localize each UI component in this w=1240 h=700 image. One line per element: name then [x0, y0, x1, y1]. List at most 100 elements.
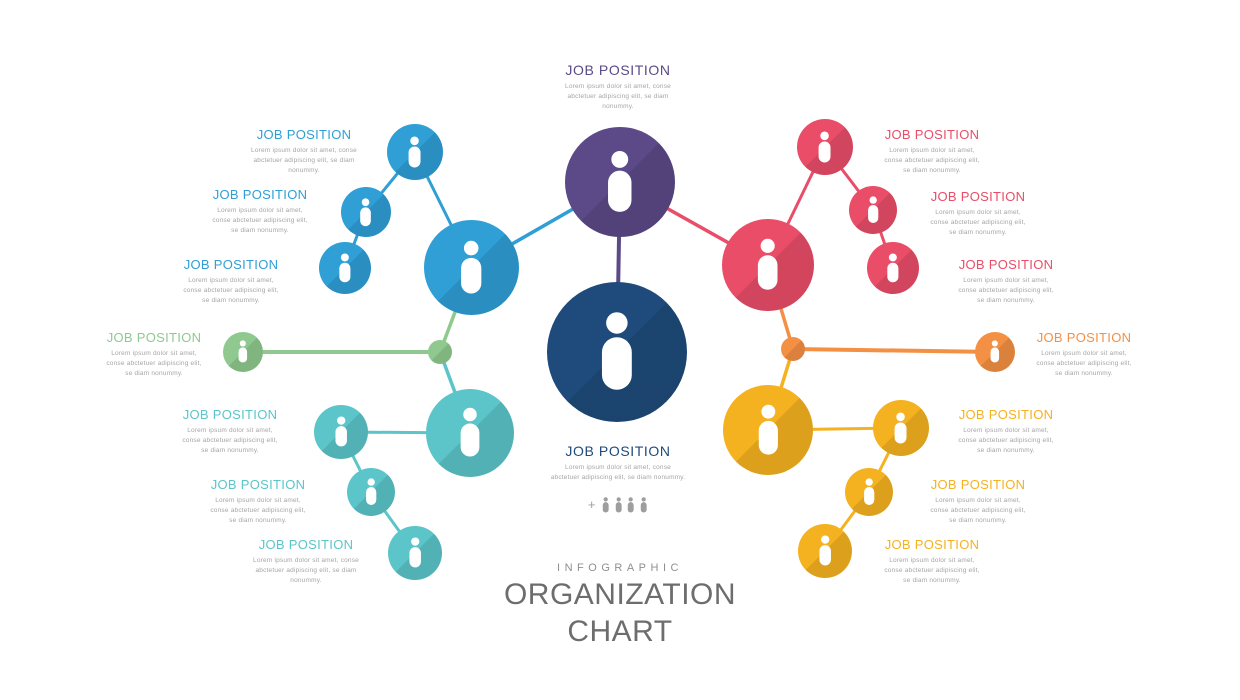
person-icon	[409, 136, 421, 168]
job-position-label-right-orange: JOB POSITION Lorem ipsum dolor sit amet,…	[1032, 330, 1136, 378]
person-icon	[409, 537, 421, 568]
person-icon	[365, 478, 377, 506]
person-icon	[863, 478, 875, 506]
connector-line	[791, 347, 997, 354]
org-node-red-2	[849, 186, 897, 234]
org-node-top-center	[565, 127, 675, 237]
job-position-label-right-yellow-1: JOB POSITION Lorem ipsum dolor sit amet,…	[954, 407, 1058, 455]
person-icon	[335, 416, 347, 447]
job-position-title: JOB POSITION	[958, 407, 1054, 422]
job-position-label-left-teal-1: JOB POSITION Lorem ipsum dolor sit amet,…	[178, 407, 282, 455]
person-icon	[990, 340, 1000, 363]
org-node-teal-large	[426, 389, 514, 477]
plus-icon: +	[587, 497, 596, 512]
job-position-title: JOB POSITION	[183, 257, 279, 272]
org-node-red-1	[797, 119, 853, 175]
org-node-red-3	[867, 242, 919, 294]
person-icon	[602, 312, 632, 391]
job-position-label-left-teal-3: JOB POSITION Lorem ipsum dolor sit amet,…	[252, 537, 360, 585]
person-icon	[819, 535, 831, 566]
junction-node-right	[781, 337, 805, 361]
person-icon	[628, 496, 634, 513]
job-position-label-left-green: JOB POSITION Lorem ipsum dolor sit amet,…	[102, 330, 206, 378]
job-position-title: JOB POSITION	[930, 189, 1026, 204]
org-node-yellow-large	[723, 385, 813, 475]
job-position-label-right-yellow-2: JOB POSITION Lorem ipsum dolor sit amet,…	[926, 477, 1030, 525]
person-icon	[339, 253, 351, 283]
job-position-label-top-center: JOB POSITION Lorem ipsum dolor sit amet,…	[556, 62, 680, 111]
job-position-title: JOB POSITION	[256, 127, 352, 142]
job-position-title: JOB POSITION	[212, 187, 308, 202]
job-position-body: Lorem ipsum dolor sit amet, conse abctet…	[182, 427, 278, 454]
person-icon	[758, 404, 778, 455]
page-title-line2: CHART	[567, 615, 673, 648]
job-position-title: JOB POSITION	[258, 537, 354, 552]
person-icon	[238, 340, 248, 363]
job-position-title: JOB POSITION	[565, 62, 671, 78]
org-node-teal-2	[347, 468, 395, 516]
job-position-body: Lorem ipsum dolor sit amet, conse abctet…	[884, 557, 980, 584]
person-icon	[758, 239, 778, 291]
job-position-label-left-blue-1: JOB POSITION Lorem ipsum dolor sit amet,…	[250, 127, 358, 175]
org-node-blue-1	[387, 124, 443, 180]
person-icon	[608, 151, 632, 213]
job-position-title: JOB POSITION	[958, 257, 1054, 272]
job-position-body: Lorem ipsum dolor sit amet, conse abctet…	[958, 427, 1054, 454]
job-position-body: Lorem ipsum dolor sit amet, conse abctet…	[884, 147, 980, 174]
junction-node-left	[428, 340, 452, 364]
org-node-blue-large	[424, 220, 519, 315]
org-node-blue-3	[319, 242, 371, 294]
person-icon	[461, 240, 482, 294]
org-node-teal-3	[388, 526, 442, 580]
org-node-yellow-1	[873, 400, 929, 456]
job-position-label-right-yellow-3: JOB POSITION Lorem ipsum dolor sit amet,…	[880, 537, 984, 585]
page-title-line1: ORGANIZATION	[503, 578, 737, 611]
job-position-body: Lorem ipsum dolor sit amet, conse abctet…	[212, 207, 308, 234]
person-icon	[895, 412, 907, 444]
job-position-label-right-red-2: JOB POSITION Lorem ipsum dolor sit amet,…	[926, 189, 1030, 237]
job-position-title: JOB POSITION	[106, 330, 202, 345]
job-position-label-right-red-1: JOB POSITION Lorem ipsum dolor sit amet,…	[880, 127, 984, 175]
job-position-body: Lorem ipsum dolor sit amet, conse abctet…	[930, 209, 1026, 236]
person-icon	[603, 496, 610, 513]
person-icon	[460, 408, 480, 458]
infographic-footer: INFOGRAPHIC ORGANIZATION CHART	[420, 562, 820, 648]
job-position-label-left-blue-3: JOB POSITION Lorem ipsum dolor sit amet,…	[180, 257, 282, 305]
job-position-body: Lorem ipsum dolor sit amet, conse abctet…	[106, 350, 202, 377]
person-icon	[867, 196, 879, 224]
job-position-title: JOB POSITION	[930, 477, 1026, 492]
org-node-blue-2	[341, 187, 391, 237]
job-position-body: Lorem ipsum dolor sit amet, conse abctet…	[565, 83, 671, 110]
job-position-title: JOB POSITION	[565, 443, 671, 459]
job-position-title: JOB POSITION	[182, 407, 278, 422]
job-position-body: Lorem ipsum dolor sit amet, conse abctet…	[253, 557, 359, 584]
job-position-label-left-teal-2: JOB POSITION Lorem ipsum dolor sit amet,…	[206, 477, 310, 525]
job-position-label-right-red-3: JOB POSITION Lorem ipsum dolor sit amet,…	[954, 257, 1058, 305]
person-icon	[615, 496, 622, 513]
job-position-label-center-main: JOB POSITION Lorem ipsum dolor sit amet,…	[550, 443, 686, 513]
job-position-body: Lorem ipsum dolor sit amet, conse abctet…	[958, 277, 1054, 304]
job-position-body: Lorem ipsum dolor sit amet, conse abctet…	[550, 464, 686, 481]
infographic-kicker: INFOGRAPHIC	[557, 562, 683, 574]
org-node-yellow-3	[798, 524, 852, 578]
job-position-body: Lorem ipsum dolor sit amet, conse abctet…	[930, 497, 1026, 524]
person-icon	[640, 496, 647, 513]
org-node-red-large	[722, 219, 814, 311]
job-position-body: Lorem ipsum dolor sit amet, conse abctet…	[210, 497, 306, 524]
org-node-yellow-2	[845, 468, 893, 516]
org-node-center-main	[547, 282, 687, 422]
job-position-title: JOB POSITION	[884, 537, 980, 552]
org-node-teal-1	[314, 405, 368, 459]
person-icon	[887, 253, 899, 283]
person-icon	[819, 131, 831, 163]
person-icon	[360, 197, 372, 226]
people-group-icon: +	[550, 496, 686, 513]
org-node-orange-right	[975, 332, 1015, 372]
org-node-green-left	[223, 332, 263, 372]
job-position-title: JOB POSITION	[884, 127, 980, 142]
job-position-title: JOB POSITION	[1036, 330, 1132, 345]
job-position-body: Lorem ipsum dolor sit amet, conse abctet…	[251, 147, 357, 174]
job-position-label-left-blue-2: JOB POSITION Lorem ipsum dolor sit amet,…	[208, 187, 312, 235]
job-position-body: Lorem ipsum dolor sit amet, conse abctet…	[183, 277, 279, 304]
